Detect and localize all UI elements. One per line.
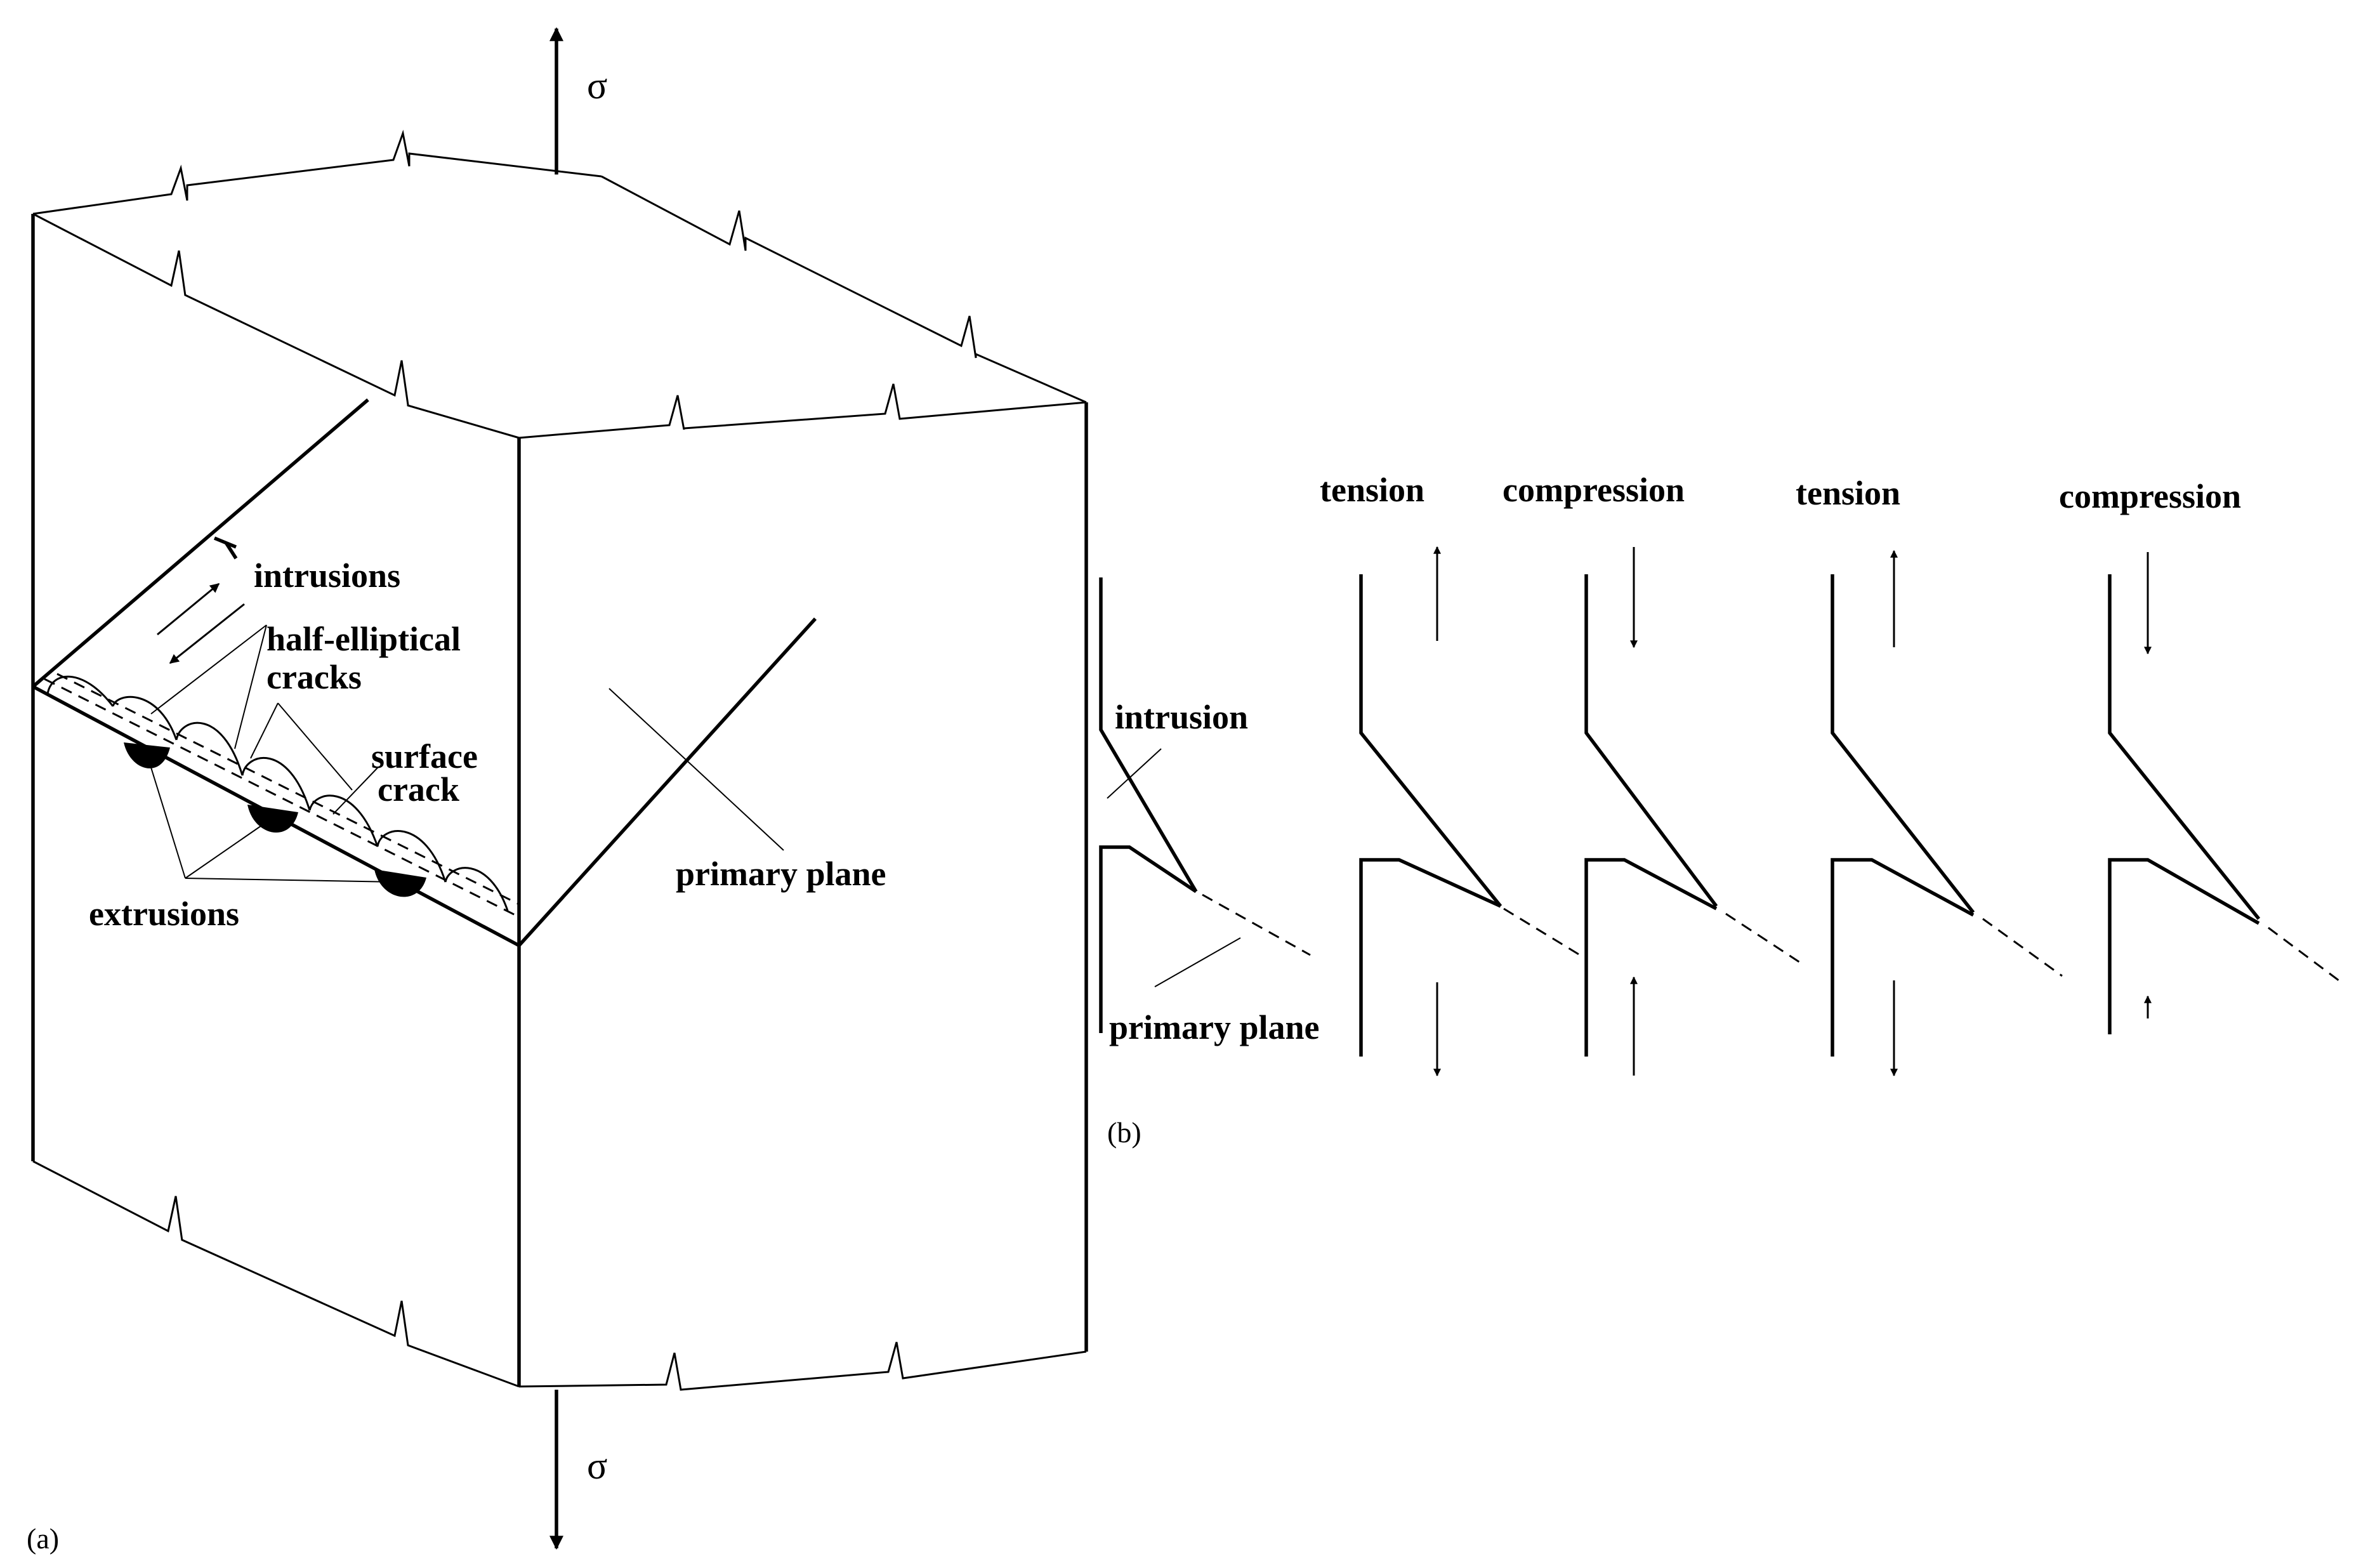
half-elliptical-crack xyxy=(46,675,114,707)
block-top-edge-front xyxy=(518,383,1087,439)
block-bottom-edge-left xyxy=(32,1160,520,1388)
profile-compression-1: compression xyxy=(1502,471,1806,1076)
profile-reference: intrusion primary plane xyxy=(1099,577,1320,1046)
slip-band xyxy=(32,398,817,947)
label-tension-2: tension xyxy=(1796,474,1900,512)
panel-a: σ σ xyxy=(27,27,1088,1555)
slip-arrow-down xyxy=(169,603,245,664)
half-elliptical-crack xyxy=(175,721,244,776)
intrusion-marker xyxy=(213,536,237,549)
half-elliptical-crack xyxy=(308,794,379,847)
label-cracks: cracks xyxy=(266,658,362,696)
intrusion-marker-stem xyxy=(224,541,238,560)
label-half-elliptical: half-elliptical xyxy=(266,620,461,658)
label-crack: crack xyxy=(378,770,459,808)
panel-label-b: (b) xyxy=(1107,1116,1141,1149)
block-top-edge-back xyxy=(32,129,602,215)
extrusion xyxy=(247,805,298,833)
extrusion xyxy=(374,869,426,897)
label-compression-2: compression xyxy=(2059,477,2241,515)
leader-lines xyxy=(147,624,784,883)
slip-plane-inner-edge xyxy=(517,617,817,947)
specimen-block xyxy=(31,129,1088,1391)
label-compression-1: compression xyxy=(1502,471,1685,509)
block-top-edge-right xyxy=(601,175,1087,404)
panel-b: intrusion primary plane tension compress… xyxy=(1099,471,2342,1149)
surface-crack-dashed-2 xyxy=(56,673,520,906)
half-elliptical-crack xyxy=(241,757,311,811)
profile-tension-1: tension xyxy=(1320,471,1581,1077)
profile-compression-2: compression xyxy=(2059,477,2342,1034)
block-bottom-edge-front xyxy=(518,1341,1087,1391)
stress-label-top: σ xyxy=(587,65,607,107)
label-tension-1: tension xyxy=(1320,471,1424,509)
slip-plane-top-edge xyxy=(32,398,369,688)
label-intrusions: intrusions xyxy=(254,557,400,595)
label-primary-plane-b: primary plane xyxy=(1109,1008,1320,1046)
profile-tension-2: tension xyxy=(1796,474,2063,1077)
block-top-edge-left xyxy=(32,213,520,439)
half-elliptical-crack xyxy=(444,867,509,911)
label-primary-plane: primary plane xyxy=(676,855,886,893)
stress-label-bottom: σ xyxy=(587,1445,607,1487)
label-extrusions: extrusions xyxy=(89,895,239,933)
half-elliptical-crack xyxy=(112,695,178,741)
surface-crack-dashed-1 xyxy=(44,678,520,918)
panel-label-a: (a) xyxy=(27,1522,59,1555)
half-elliptical-crack xyxy=(376,830,447,883)
label-surface: surface xyxy=(371,737,478,775)
slip-arrow-up xyxy=(157,583,220,636)
label-intrusion: intrusion xyxy=(1115,698,1248,736)
